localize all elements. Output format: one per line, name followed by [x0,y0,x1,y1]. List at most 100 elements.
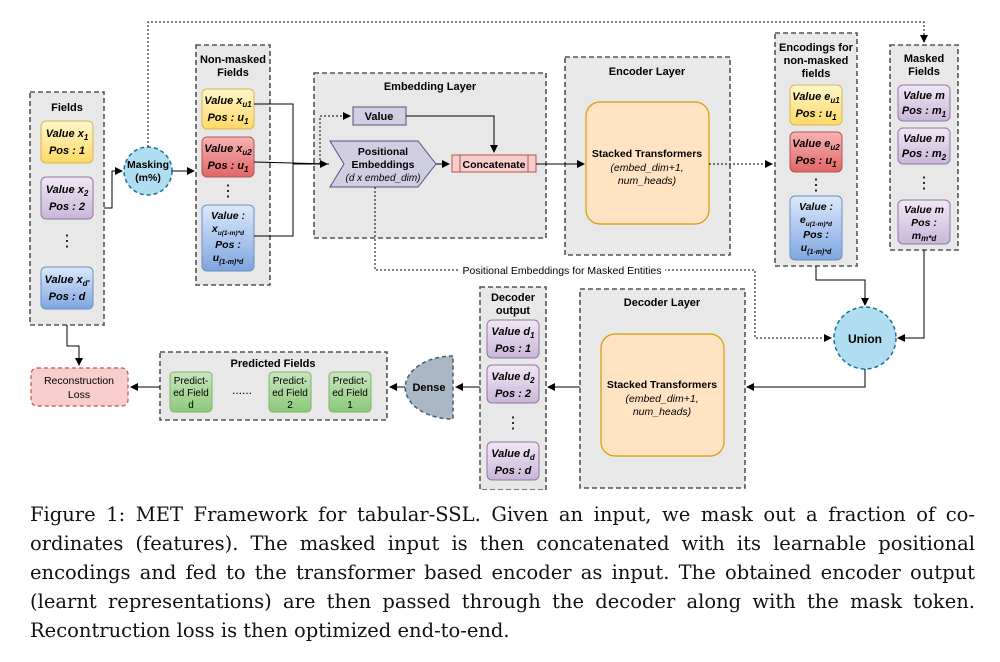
svg-text:Value xu1: Value xu1 [204,95,252,109]
field-card-d [40,266,94,310]
decoder-output-card-d [486,441,540,481]
svg-text:Pos : d: Pos : d [49,291,86,303]
svg-text:Pos : 1: Pos : 1 [49,145,85,157]
svg-text:Union: Union [848,332,882,346]
svg-text:Reconstruction: Reconstruction [44,375,114,387]
encoder-title: Encoder Layer [609,66,686,78]
edge-union-decoder [746,369,866,391]
svg-text:mm*d: mm*d [912,230,938,243]
decoder-output-title-2: output [496,305,531,317]
svg-text:Value xu2: Value xu2 [204,143,252,157]
svg-text:Pos : u1: Pos : u1 [207,112,249,126]
field-card-1 [40,120,94,164]
edge-value-concat [406,115,498,153]
svg-text:ed Field: ed Field [272,388,308,399]
edge-masking-masked [147,21,928,147]
svg-text:Pos : 2: Pos : 2 [495,388,531,400]
edge-encodings-union [815,266,869,306]
svg-text:Loss: Loss [68,389,90,401]
edge-posemb-union [374,187,832,342]
svg-text:(d x embed_dim): (d x embed_dim) [345,173,420,184]
nonmasked-card-2 [201,136,255,178]
svg-text:Stacked Transformers: Stacked Transformers [592,148,702,160]
svg-text:Value d1: Value d1 [491,326,535,340]
predicted-card-d [169,371,213,413]
svg-text:Pos : u1: Pos : u1 [795,108,837,122]
svg-text:Pos :: Pos : [803,229,829,241]
embedding-title: Embedding Layer [384,81,477,93]
svg-text:Concatenate: Concatenate [462,159,525,171]
masked-card-2 [897,127,951,165]
pos-emb-masked-label: Positional Embeddings for Masked Entitie… [462,265,661,277]
positional-embeddings-shape [329,140,437,188]
svg-text:Stacked Transformers: Stacked Transformers [607,379,717,391]
predicted-card-2 [268,371,312,413]
decoder-transformers [600,333,725,457]
nonmasked-title-2: Fields [217,67,249,79]
fields-ellipsis: ⋮ [59,233,75,250]
svg-text:ed Field: ed Field [332,388,368,399]
predicted-card-1 [328,371,372,413]
svg-text:Embeddings: Embeddings [351,159,414,171]
encodings-title: Encodings for [779,42,854,54]
svg-text:Masking: Masking [127,159,169,171]
svg-text:d: d [188,400,194,411]
svg-text:xu(1-m)*d: xu(1-m)*d [211,223,245,237]
encodings-title-2: non-masked [784,55,849,67]
svg-text:Pos :: Pos : [911,217,937,229]
svg-text:Pos : 1: Pos : 1 [495,343,531,355]
svg-text:Dense: Dense [412,382,445,394]
svg-text:Value dd: Value dd [491,448,536,462]
predicted-dots: ...... [232,383,252,397]
nonmasked-card-1 [201,88,255,130]
svg-text:num_heads): num_heads) [633,406,691,418]
svg-text:Pos : u1: Pos : u1 [207,160,249,174]
svg-text:Pos : d: Pos : d [495,465,532,477]
svg-text:Value m: Value m [903,133,945,145]
svg-text:Pos :: Pos : [215,239,241,251]
nonmasked-title: Non-masked [200,54,266,66]
svg-text:Value :: Value : [211,210,245,222]
masked-card-n [897,199,951,245]
figure-caption: Figure 1: MET Framework for tabular-SSL.… [30,503,975,642]
svg-text:(embed_dim+1,: (embed_dim+1, [610,162,683,174]
nonmasked-ellipsis: ⋮ [220,183,236,200]
decoder-output-ellipsis: ⋮ [505,415,521,432]
svg-text:Predict-: Predict- [174,376,208,387]
masking-node [123,146,173,196]
svg-text:u(1-m)*d: u(1-m)*d [213,252,244,266]
svg-text:eu(1-m)*d: eu(1-m)*d [800,214,833,228]
svg-text:Value xd': Value xd' [45,274,91,288]
masked-title: Masked [904,53,944,65]
edge-masked-union [897,250,925,342]
encoding-card-n [789,195,843,261]
svg-text:Value m: Value m [903,90,945,102]
edge-fields-loss [66,325,83,366]
svg-text:Value eu1: Value eu1 [792,91,840,105]
edge-fields-masking [104,167,123,209]
svg-text:Positional: Positional [358,146,408,158]
field-card-2 [40,176,94,220]
edge-embed-value [319,112,351,164]
reconstruction-loss-box [30,367,129,407]
decoder-output-card-2 [486,364,540,404]
svg-text:Value eu2: Value eu2 [792,138,840,152]
svg-text:Pos : 2: Pos : 2 [49,201,85,213]
svg-text:Pos : m1: Pos : m1 [902,105,947,119]
svg-text:1: 1 [347,400,353,411]
decoder-title: Decoder Layer [624,297,701,309]
dense-node [404,355,454,420]
masked-ellipsis: ⋮ [916,175,932,192]
svg-text:num_heads): num_heads) [618,175,676,187]
masked-card-1 [897,84,951,122]
svg-text:Value d2: Value d2 [491,371,535,385]
svg-text:2: 2 [287,400,293,411]
predicted-title: Predicted Fields [231,358,316,370]
svg-text:(embed_dim+1,: (embed_dim+1, [625,393,698,405]
svg-text:Predict-: Predict- [273,376,307,387]
svg-text:Pos : m2: Pos : m2 [902,148,947,162]
encoder-transformers [585,101,710,225]
svg-text:Value x2: Value x2 [46,184,89,198]
svg-text:Value x1: Value x1 [46,128,89,142]
svg-text:(m%): (m%) [135,172,161,184]
